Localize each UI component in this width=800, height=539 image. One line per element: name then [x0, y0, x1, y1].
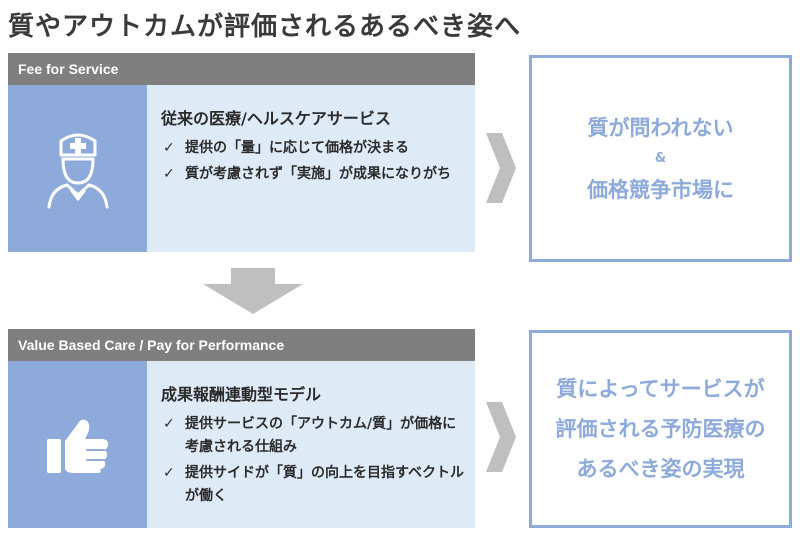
bullet-item: ✓ 提供の「量」に応じて価格が決まる — [161, 137, 465, 160]
nurse-icon — [47, 133, 108, 208]
down-arrow-icon — [203, 268, 303, 314]
chevron-right-icon — [486, 133, 516, 203]
result-line: 価格競争市場に — [587, 177, 734, 202]
bullet-item: ✓ 提供サイドが「質」の向上を目指すベクトルが働く — [161, 462, 465, 508]
check-icon: ✓ — [163, 140, 175, 156]
panel-heading: 従来の医療/ヘルスケアサービス — [161, 109, 391, 128]
section-header-fee-for-service: Fee for Service — [8, 53, 475, 85]
panel-heading: 成果報酬連動型モデル — [161, 385, 322, 404]
check-icon: ✓ — [163, 416, 175, 432]
section-header-value-based-care: Value Based Care / Pay for Performance — [8, 329, 475, 361]
result-box-value-based-care: 質によってサービスが 評価される予防医療の あるべき姿の実現 — [529, 330, 792, 528]
bullet-text: 提供の「量」に応じて価格が決まる — [185, 140, 409, 156]
thumbs-up-icon — [46, 419, 108, 473]
bullet-item: ✓ 質が考慮されず「実施」が成果になりがち — [161, 163, 465, 186]
text-panel-value-based-care: 成果報酬連動型モデル ✓ 提供サービスの「アウトカム/質」が価格に考慮される仕組… — [147, 361, 475, 528]
bullet-text: 提供サービスの「アウトカム/質」が価格に考慮される仕組み — [185, 416, 457, 455]
result-line: 評価される予防医療の — [555, 417, 766, 441]
check-icon: ✓ — [163, 465, 175, 481]
icon-panel-value-based-care — [8, 361, 147, 528]
icon-panel-fee-for-service — [8, 85, 147, 252]
result-line: 質が問われない — [587, 115, 734, 140]
page-title: 質やアウトカムが評価されるあるべき姿へ — [8, 12, 522, 42]
bullet-item: ✓ 提供サービスの「アウトカム/質」が価格に考慮される仕組み — [161, 413, 465, 459]
bullet-text: 質が考慮されず「実施」が成果になりがち — [185, 166, 451, 182]
result-box-fee-for-service: 質が問われない & 価格競争市場に — [529, 55, 792, 262]
result-ampersand: & — [654, 150, 667, 166]
check-icon: ✓ — [163, 166, 175, 182]
result-line: あるべき姿の実現 — [576, 457, 745, 481]
bullet-text: 提供サイドが「質」の向上を目指すベクトルが働く — [185, 465, 465, 504]
result-line: 質によってサービスが — [556, 377, 765, 401]
text-panel-fee-for-service: 従来の医療/ヘルスケアサービス ✓ 提供の「量」に応じて価格が決まる ✓ 質が考… — [147, 85, 475, 252]
chevron-right-icon — [486, 402, 516, 472]
